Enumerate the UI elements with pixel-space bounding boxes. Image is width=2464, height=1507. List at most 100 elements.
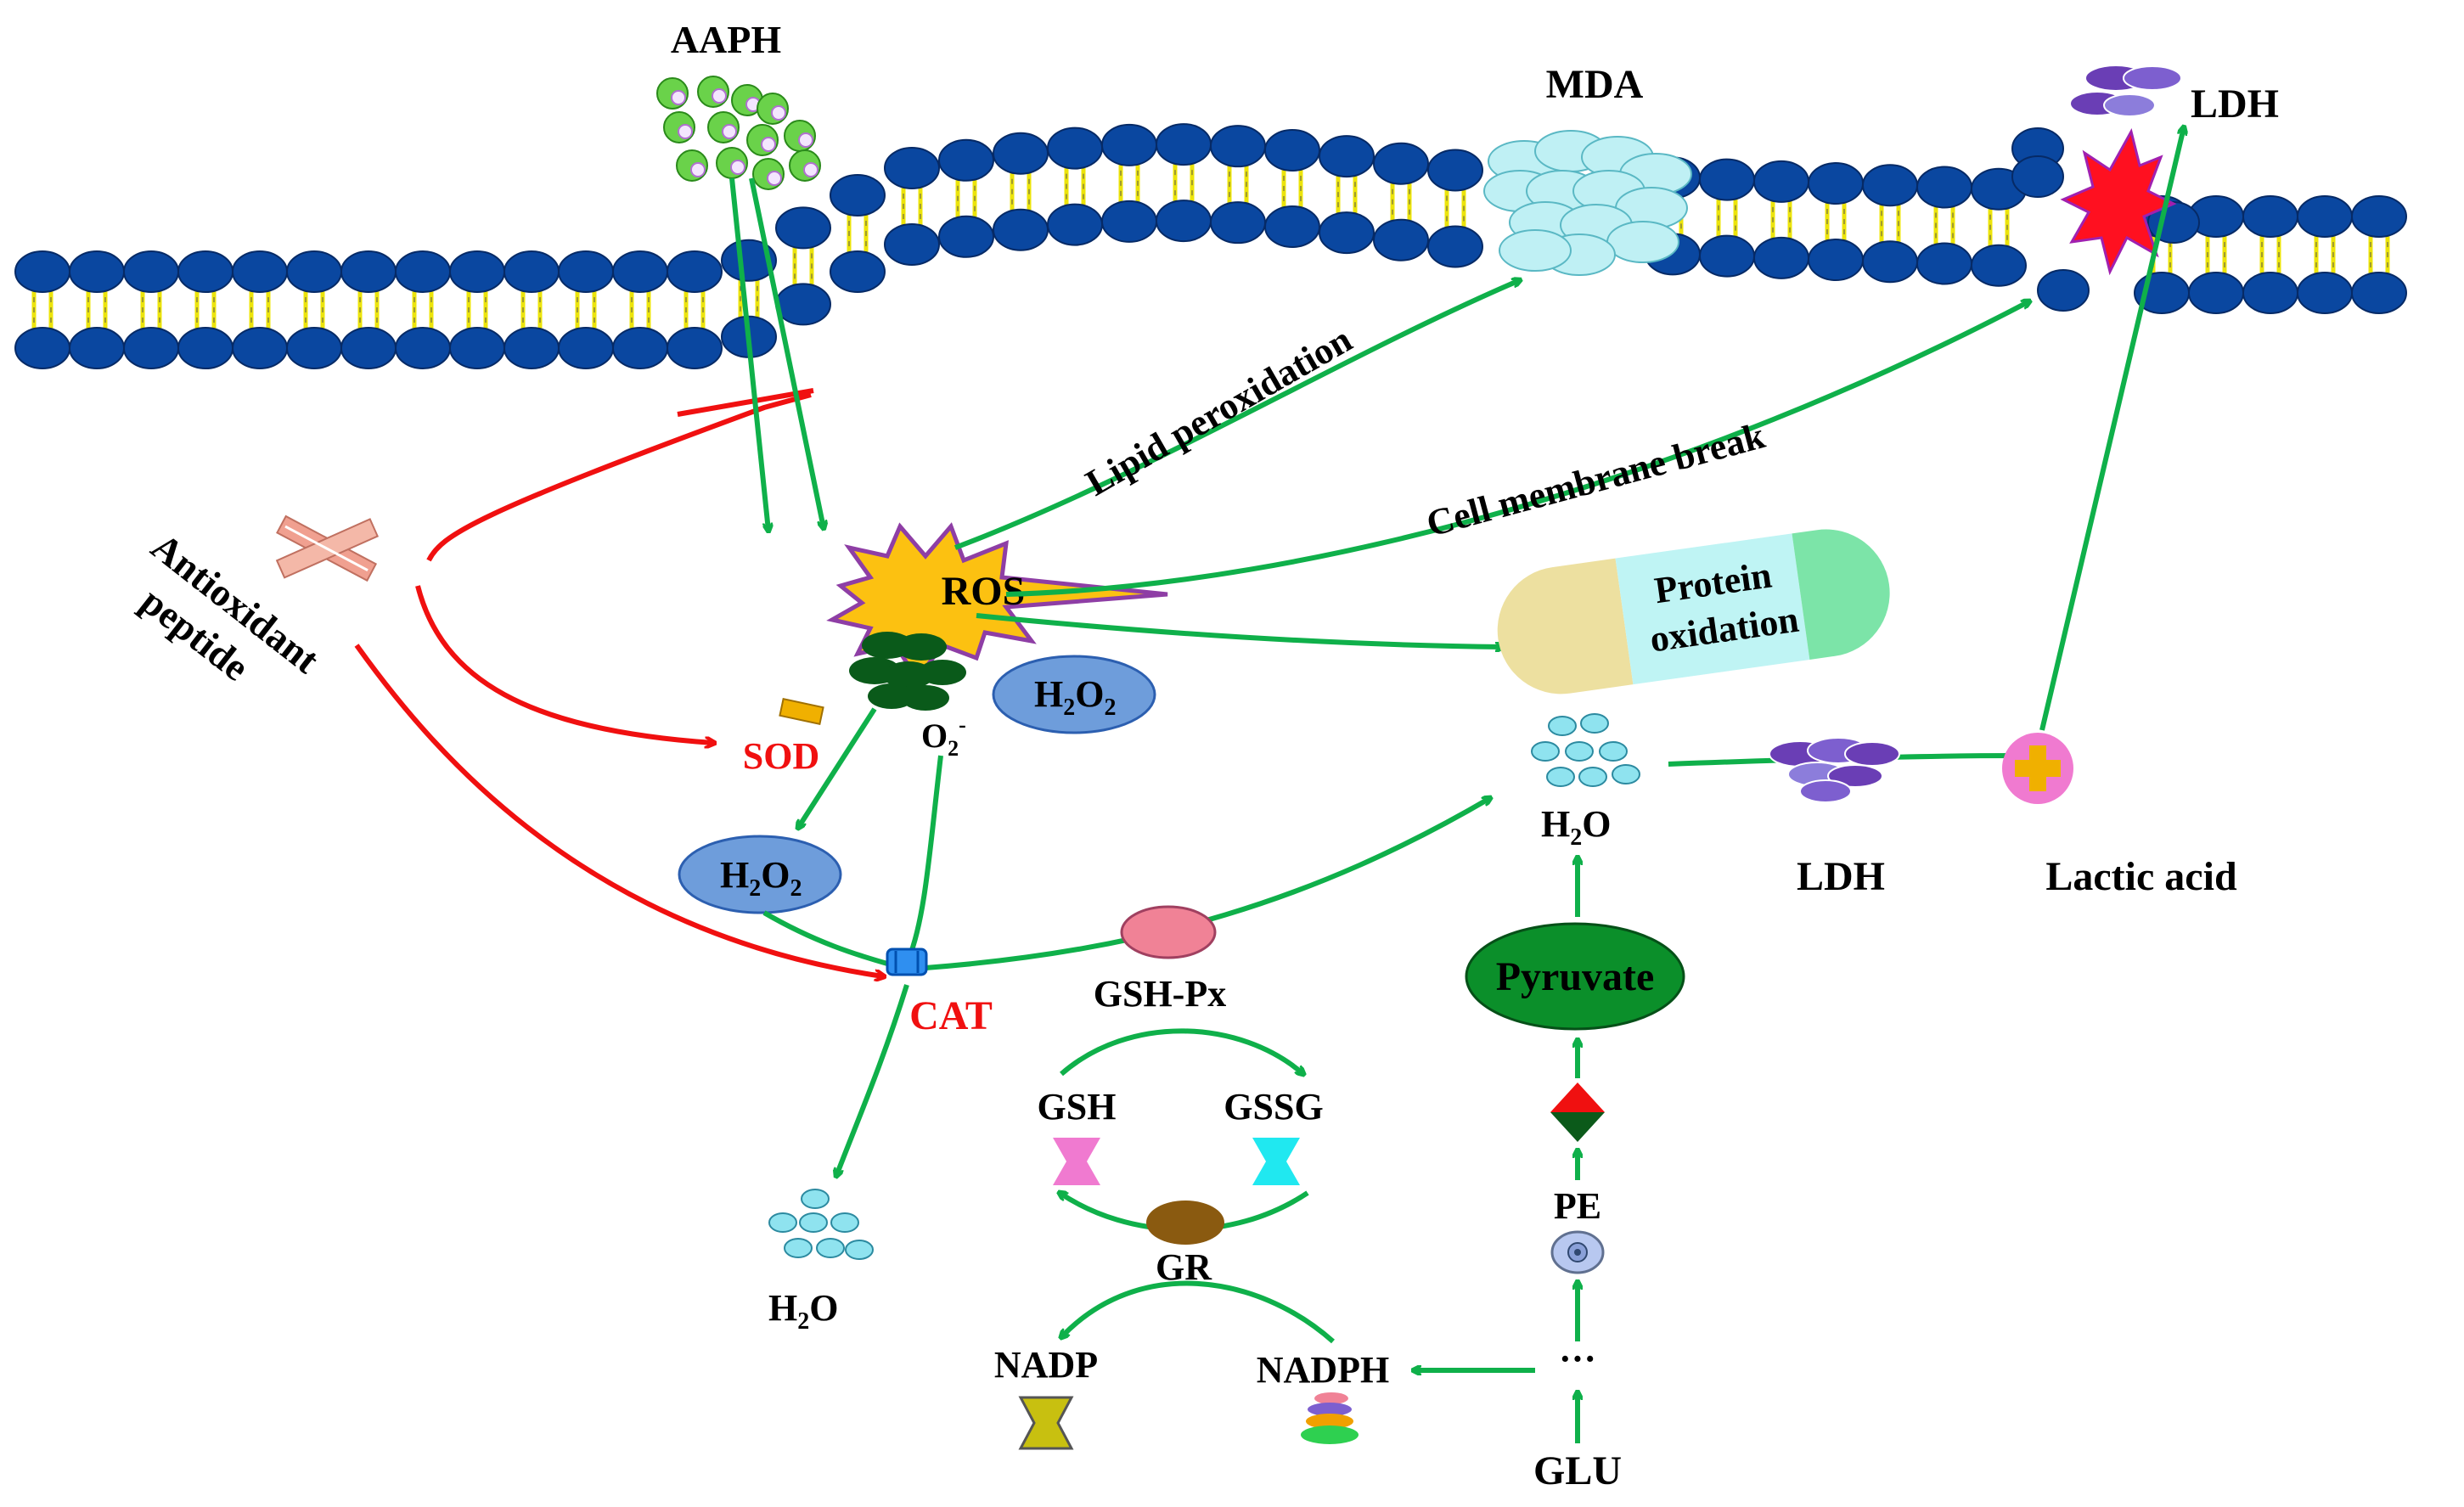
phospholipid-unit [2297, 195, 2353, 314]
aaph-molecule [707, 111, 740, 143]
water-molecule [784, 1238, 813, 1258]
inhibition-bar [677, 388, 814, 417]
gsh-label: GSH [1038, 1086, 1117, 1127]
h2o2-left-label: H2O2 [720, 854, 802, 902]
phospholipid-unit [993, 132, 1049, 251]
phospholipid-unit [1699, 158, 1755, 278]
water-molecule [1548, 716, 1577, 736]
arrow-cat-h2o [836, 984, 909, 1176]
ldh-top-label: LDH [2191, 82, 2279, 127]
superoxide-cluster [849, 632, 966, 711]
ldh-molecules-top [2069, 65, 2182, 117]
nadp-icon [1018, 1396, 1074, 1450]
phospholipid-unit [938, 138, 994, 258]
phospholipid-unit [1047, 127, 1103, 246]
aaph-molecule [656, 77, 689, 110]
phospholipid-unit [340, 250, 397, 369]
cat-icon [886, 947, 928, 976]
water-molecule [830, 1212, 859, 1233]
promote-arrow-cat [354, 644, 883, 976]
arrow-cat-gshpx-h2o [925, 798, 1490, 970]
water-molecule [1565, 741, 1594, 762]
arrow-cell-membrane-break [1005, 301, 2029, 597]
lactic-acid-icon [2002, 733, 2073, 804]
peptide-icon [275, 515, 380, 582]
arrow-aaph-ros-2 [749, 177, 824, 528]
h2o-bottom-label: H2O [768, 1287, 838, 1335]
h2o-bottom-cluster [768, 1189, 874, 1260]
phospholipid-unit [2242, 195, 2298, 314]
sod-icon [779, 698, 824, 725]
phospholipid-unit [612, 250, 668, 369]
arrow-superoxide-h2o2 [798, 707, 877, 828]
h2o-center-cluster [1531, 713, 1640, 787]
intermediate-diamond-icon [1550, 1082, 1605, 1142]
aaph-molecule [752, 158, 785, 190]
phospholipid-unit [558, 250, 614, 369]
ros-label: ROS [942, 569, 1026, 614]
phospholipid-unit [884, 146, 940, 266]
phospholipid-unit [14, 250, 70, 369]
phospholipid-unit [69, 250, 125, 369]
phospholipid-unit [1373, 142, 1429, 261]
arrow-superoxide-cat [906, 755, 943, 961]
nadph-label: NADPH [1257, 1349, 1389, 1391]
lipid-peroxidation-label: Lipid peroxidation [1079, 318, 1359, 504]
phospholipid-head [2011, 155, 2064, 198]
cell-membrane-bilayer [14, 123, 2407, 369]
aaph-molecules [656, 76, 821, 190]
phospholipid-unit [2188, 195, 2244, 314]
phospholipid-unit [1156, 123, 1212, 243]
phospholipid-unit [1264, 128, 1320, 248]
ellipsis-label: ··· [1559, 1338, 1596, 1380]
glu-label: GLU [1533, 1448, 1622, 1493]
water-molecule [1580, 713, 1609, 734]
aaph-molecule [663, 111, 695, 143]
water-molecule [768, 1212, 797, 1233]
arrow-h2o2-cat [762, 910, 888, 966]
aaph-molecule [731, 84, 763, 116]
phospholipid-unit [1427, 149, 1483, 268]
phospholipid-unit [775, 206, 831, 326]
water-molecule [1612, 764, 1640, 784]
gssg-label: GSSG [1224, 1086, 1323, 1127]
arrow-nadph-nadp [1061, 1280, 1335, 1344]
water-molecule [1578, 767, 1607, 787]
aaph-label: AAPH [671, 18, 782, 61]
protein-oxidation-capsule [1497, 529, 1890, 694]
cell-membrane-break-label: Cell membrane break [1422, 414, 1769, 545]
gr-ellipse [1146, 1201, 1224, 1245]
aaph-molecule [784, 120, 816, 152]
phospholipid-unit [1101, 123, 1157, 243]
arrow-lipid-peroxidation [954, 280, 1520, 550]
promote-arrow-sod [415, 585, 713, 743]
water-molecule [1546, 767, 1575, 787]
phospholipid-unit [286, 250, 342, 369]
phospholipid-unit [721, 239, 777, 358]
water-molecule [799, 1212, 828, 1233]
pe-label: PE [1554, 1185, 1601, 1227]
arrow-gsh-gssg [1060, 1028, 1303, 1074]
gssg-icon [1252, 1138, 1300, 1185]
phospholipid-unit [123, 250, 179, 369]
aaph-molecule [789, 149, 821, 182]
phospholipid-unit [449, 250, 505, 369]
phospholipid-unit [395, 250, 451, 369]
aaph-molecule [746, 124, 779, 156]
h2o2-right-label: H2O2 [1034, 673, 1116, 721]
aaph-molecule [676, 149, 708, 182]
h2o-center-label: H2O [1541, 803, 1611, 851]
phospholipid-head [2037, 269, 2090, 312]
arrow-protein-oxidation [976, 613, 1503, 647]
arrow-aaph-ros-1 [729, 177, 768, 531]
water-molecule [1531, 741, 1560, 762]
phospholipid-unit [830, 174, 886, 293]
cat-label: CAT [909, 993, 993, 1038]
phospholipid-unit [503, 250, 560, 369]
ldh-mid-label: LDH [1797, 854, 1885, 899]
water-molecule [1599, 741, 1628, 762]
aaph-molecule [757, 93, 789, 125]
inhibition-arrow-membrane [426, 392, 812, 562]
water-molecule [801, 1189, 830, 1209]
